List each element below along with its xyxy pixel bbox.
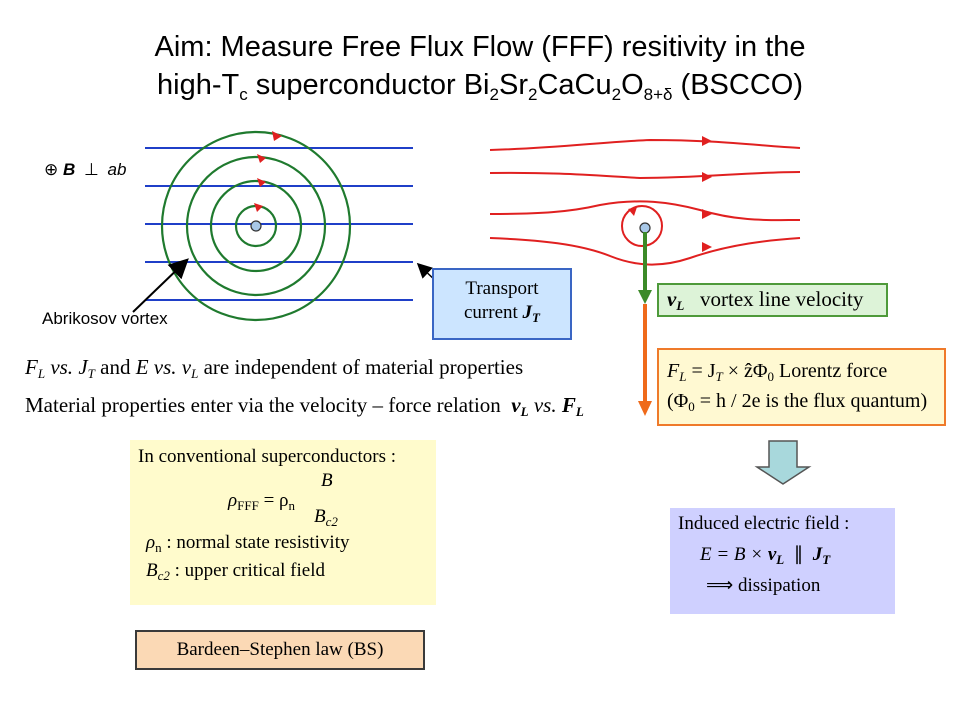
moving-vortex-arrowhead [628, 207, 637, 216]
vortex-velocity-box: vL vortex line velocity [657, 283, 888, 317]
lorentz-force-box: FL = JT × ẑΦ0 Lorentz force (Φ0 = h / 2e… [657, 348, 946, 426]
vortex-label: Abrikosov vortex [42, 309, 168, 328]
moving-vortex-ring [621, 205, 663, 247]
induced-equation: E = B × vL ∥ JT [700, 544, 831, 567]
ring-arrowhead [254, 203, 263, 212]
current-arrowhead [702, 209, 712, 219]
ring-arrowhead [257, 154, 266, 163]
title-line-1: Aim: Measure Free Flux Flow (FFF) resiti… [154, 31, 806, 63]
lorentz-equation: FL = JT × ẑΦ0 Lorentz force [667, 360, 888, 384]
bardeen-stephen-label: Bardeen–Stephen law (BS) [135, 630, 425, 670]
current-line [489, 171, 801, 180]
induced-header: Induced electric field : [678, 513, 850, 534]
velocity-arrowhead [638, 290, 652, 304]
conventional-superconductors-box: In conventional superconductors : ρFFF =… [130, 440, 436, 605]
transport-current-box: Transport current JT [432, 268, 572, 340]
magnetic-field-lines [145, 147, 413, 301]
vortex-pointer [132, 258, 189, 313]
current-line [489, 200, 801, 222]
current-arrowhead [702, 172, 712, 182]
current-arrowheads [702, 136, 712, 252]
normal-resistivity-def: ρn : normal state resistivity [146, 532, 350, 555]
ffr-equation: ρFFF = ρn B Bc2 [228, 470, 338, 529]
ring-arrowheads [254, 131, 282, 212]
page-title: Aim: Measure Free Flux Flow (FFF) resiti… [0, 28, 960, 104]
force-arrowhead [638, 401, 652, 416]
result-down-arrow [754, 440, 812, 485]
current-arrowhead [702, 136, 712, 146]
vortex-core [250, 220, 262, 232]
current-ring [160, 130, 352, 322]
dissipation-line: ⟹ dissipation [706, 575, 821, 596]
moving-vortex-core [639, 222, 651, 234]
ring-arrowhead [272, 131, 282, 141]
current-line [489, 138, 801, 151]
current-arrowhead [702, 242, 712, 252]
upper-critical-field-def: Bc2 : upper critical field [146, 560, 325, 583]
statement-independence: FL vs. JT and E vs. vL are independent o… [25, 355, 524, 381]
conventional-header: In conventional superconductors : [138, 446, 397, 467]
current-ring [185, 155, 327, 297]
circled-plus-icon: ⊕ [44, 160, 59, 179]
statement-material-properties: Material properties enter via the veloci… [25, 393, 584, 419]
ring-arrowhead [257, 178, 266, 187]
current-ring [209, 179, 303, 273]
induced-field-box: Induced electric field : E = B × vL ∥ JT… [670, 508, 895, 614]
flux-quantum-note: (Φ0 = h / 2e is the flux quantum) [667, 390, 928, 414]
circulating-currents [160, 130, 352, 322]
title-line-2: high-Tc superconductor Bi2Sr2CaCu2O8+δ (… [157, 69, 803, 104]
field-direction-label: ⊕ B ⊥ ab [44, 160, 127, 179]
